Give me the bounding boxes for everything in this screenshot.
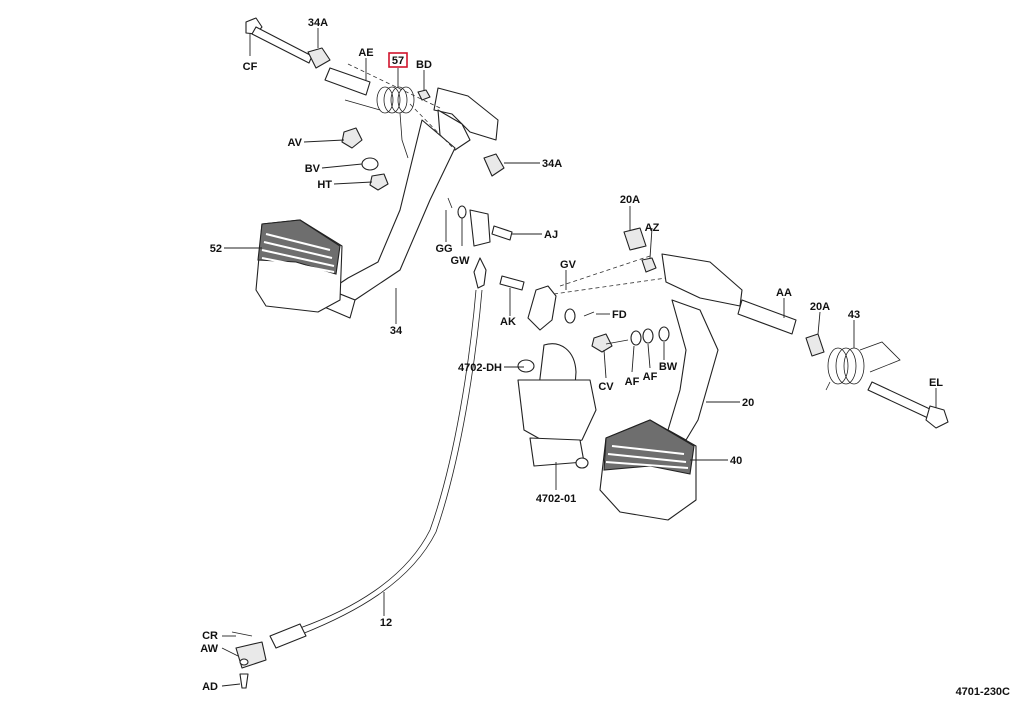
spring-43	[825, 341, 901, 391]
label-cv: CV	[598, 381, 614, 393]
clutch-pedal-assembly	[245, 17, 513, 319]
spring-57	[344, 86, 415, 159]
nut-az	[641, 257, 657, 273]
label-aw: AW	[200, 643, 218, 655]
sleeve-ae	[324, 67, 371, 96]
label-34: 34	[390, 325, 403, 337]
label-aa: AA	[776, 287, 792, 299]
label-52: 52	[210, 243, 222, 255]
label-gw: GW	[451, 255, 471, 267]
callout-labels: CF 34A AE 57 BD AV BV HT 34A 52 GG GW AJ…	[200, 17, 1010, 698]
label-20a-right: 20A	[810, 301, 830, 313]
label-cr: CR	[202, 630, 218, 642]
label-ht: HT	[317, 179, 332, 191]
label-aj: AJ	[544, 229, 558, 241]
washer-fd	[564, 308, 576, 324]
pin-ak	[499, 275, 525, 291]
diagram-id: 4701-230C	[956, 686, 1010, 698]
label-gg: GG	[435, 243, 452, 255]
label-20: 20	[742, 397, 754, 409]
bushing-34a-top	[307, 47, 331, 69]
clutch-cable-12	[231, 257, 487, 689]
pedal-pad-40	[599, 419, 697, 521]
brake-pedal-assembly	[591, 227, 949, 521]
label-az: AZ	[645, 222, 660, 234]
nut-bd	[417, 89, 431, 101]
washer-af2	[642, 328, 654, 344]
label-12: 12	[380, 617, 392, 629]
tube-aa	[737, 299, 797, 335]
label-57-highlight-box	[388, 52, 408, 68]
pedal-pad-52	[255, 219, 343, 313]
nut-ht	[369, 173, 389, 191]
label-gv: GV	[560, 259, 577, 271]
bushing-34a-right	[483, 153, 505, 177]
label-34a-right: 34A	[542, 158, 562, 170]
label-40: 40	[730, 455, 742, 467]
label-34a-top: 34A	[308, 17, 328, 29]
washer-bw	[658, 326, 670, 342]
alignment-lines	[347, 63, 667, 297]
label-bw: BW	[659, 361, 678, 373]
label-af-1: AF	[625, 376, 640, 388]
label-43: 43	[848, 309, 860, 321]
label-4702-01: 4702-01	[536, 493, 576, 505]
label-fd: FD	[612, 309, 627, 321]
bolt-cf	[245, 17, 313, 64]
bushing-20a-top	[623, 227, 647, 251]
pedal-bracket	[433, 87, 499, 141]
clevis	[469, 209, 491, 247]
label-bv: BV	[305, 163, 321, 175]
bushing-20a-right	[805, 333, 825, 357]
label-ak: AK	[500, 316, 516, 328]
label-af-2: AF	[643, 371, 658, 383]
bolt-el	[867, 381, 933, 419]
washer-gw	[457, 205, 467, 219]
label-el: EL	[929, 377, 943, 389]
washer-af1	[630, 330, 642, 346]
master-cylinder-4702	[517, 285, 597, 469]
label-av: AV	[288, 137, 303, 149]
washer-bv	[361, 157, 379, 171]
label-cf: CF	[243, 61, 258, 73]
pedal-arm-34	[329, 119, 456, 301]
pin-aj	[491, 225, 513, 241]
label-ad: AD	[202, 681, 218, 693]
label-bd: BD	[416, 59, 432, 71]
bolt-cv	[591, 333, 613, 353]
bolt-av	[341, 127, 363, 149]
leader-lines	[221, 28, 937, 687]
label-20a-top: 20A	[620, 194, 640, 206]
label-4702-dh: 4702-DH	[458, 362, 502, 374]
label-57: 57	[392, 55, 404, 67]
label-ae: AE	[358, 47, 373, 59]
